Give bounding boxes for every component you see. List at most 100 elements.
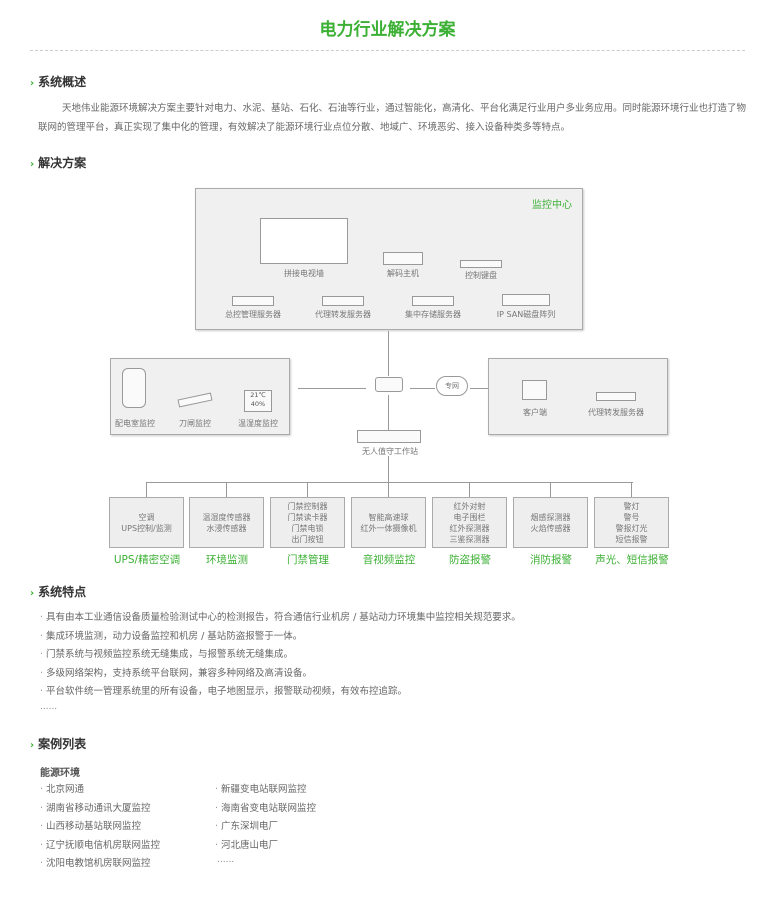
connector-line: [550, 482, 551, 497]
case-link[interactable]: 新疆变电站联网监控: [215, 781, 385, 800]
connector-line: [388, 456, 389, 482]
temperature-text: 21℃: [250, 391, 266, 399]
case-link[interactable]: 北京网通: [40, 781, 210, 800]
workstation-icon: [357, 430, 421, 443]
features-list: 具有由本工业通信设备质量检验测试中心的检测报告，符合通信行业机房 / 基站动力环…: [40, 609, 740, 720]
humidity-text: 40%: [250, 400, 266, 408]
page-title: 电力行业解决方案: [319, 20, 456, 40]
workstation-label: 无人值守工作站: [362, 447, 418, 456]
device-label: 控制键盘: [465, 271, 497, 280]
monitoring-center-title: 监控中心: [532, 200, 572, 211]
case-link[interactable]: 广东深圳电厂: [215, 818, 385, 837]
case-link[interactable]: 辽宁抚顺电信机房联网监控: [40, 837, 210, 856]
list-item: 平台软件统一管理系统里的所有设备，电子地图显示，报警联动视频，有效布控追踪。: [40, 683, 740, 702]
module-device: 火焰传感器: [530, 523, 571, 533]
connector-line: [388, 482, 389, 497]
module-label: 消防报警: [530, 554, 572, 566]
right-site-box: [488, 358, 668, 435]
device-label: 总控管理服务器: [225, 310, 281, 319]
module-device: 门禁读卡器: [287, 512, 328, 522]
chevron-icon: ›: [30, 740, 35, 751]
disk-array-icon: [502, 294, 550, 306]
case-link[interactable]: 沈阳电教馆机房联网监控: [40, 855, 210, 874]
device-label: 解码主机: [387, 269, 419, 278]
module-device: 智能高速球: [368, 512, 409, 522]
section-heading-overview: ›系统概述: [30, 73, 86, 90]
overview-text: 天地伟业能源环境解决方案主要针对电力、水泥、基站、石化、石油等行业，通过智能化，…: [38, 103, 747, 133]
connector-line: [388, 395, 389, 430]
connector-line: [146, 482, 147, 497]
video-wall-icon: [260, 218, 348, 264]
connector-line: [298, 388, 366, 389]
dome-camera-icon: [122, 368, 146, 408]
connector-line: [388, 331, 389, 376]
module-box: 烟感探测器火焰传感器: [513, 497, 588, 548]
server-icon: [412, 296, 454, 306]
connector-line: [307, 482, 308, 497]
section-heading-solution: ›解决方案: [30, 154, 86, 171]
case-link[interactable]: 海南省变电站联网监控: [215, 800, 385, 819]
connector-line: [469, 482, 470, 497]
module-device: 空调: [138, 512, 155, 522]
chevron-icon: ›: [30, 78, 35, 89]
module-device: UPS控制/监测: [121, 523, 172, 533]
cases-list-col1: 北京网通 湖南省移动通讯大厦监控 山西移动基站联网监控 辽宁抚顺电信机房联网监控…: [40, 781, 210, 874]
heading-text: 解决方案: [38, 156, 87, 170]
device-label: 温湿度监控: [238, 419, 278, 428]
chevron-icon: ›: [30, 159, 35, 170]
module-label: UPS/精密空调: [113, 554, 181, 566]
device-label: 代理转发服务器: [315, 310, 371, 319]
module-device: 三鉴探测器: [449, 534, 490, 544]
router-icon: [375, 377, 403, 392]
module-device: 电子围栏: [453, 512, 486, 522]
device-label: IP SAN磁盘阵列: [496, 310, 556, 319]
module-device: 门禁电锁: [291, 523, 324, 533]
section-heading-features: ›系统特点: [30, 583, 86, 600]
server-icon: [322, 296, 364, 306]
module-label: 声光、短信报警: [595, 554, 669, 566]
device-label: 拼接电视墙: [284, 269, 324, 278]
module-device: 警报灯光: [615, 523, 648, 533]
module-device: 警灯: [623, 501, 640, 511]
module-label: 门禁管理: [287, 554, 329, 566]
device-label: 刀闸监控: [179, 419, 211, 428]
server-icon: [596, 392, 636, 401]
connector-line: [226, 482, 227, 497]
module-label: 防盗报警: [449, 554, 491, 566]
cloud-icon: 专网: [436, 376, 468, 396]
heading-text: 系统特点: [38, 585, 87, 599]
list-item: 集成环境监测，动力设备监控和机房 / 基站防盗报警于一体。: [40, 628, 740, 647]
connector-line: [631, 482, 632, 497]
connector-line: [410, 388, 435, 389]
module-device: 温湿度传感器: [202, 512, 251, 522]
section-heading-cases: ›案例列表: [30, 735, 86, 752]
server-icon: [232, 296, 274, 306]
heading-text: 系统概述: [38, 75, 87, 89]
cases-subheading: 能源环境: [40, 768, 80, 779]
list-item: 门禁系统与视频监控系统无缝集成，与报警系统无缝集成。: [40, 646, 740, 665]
module-device: 红外对射: [453, 501, 486, 511]
module-device: 红外探测器: [449, 523, 490, 533]
module-label: 音视频监控: [362, 554, 416, 566]
module-box: 红外对射电子围栏红外探测器三鉴探测器: [432, 497, 507, 548]
device-label: 代理转发服务器: [588, 408, 644, 417]
more-text: ......: [217, 855, 235, 865]
bus-line: [147, 482, 633, 483]
module-label: 环境监测: [206, 554, 248, 566]
more-text: ......: [40, 701, 58, 712]
module-device: 警号: [623, 512, 640, 522]
module-device: 短信报警: [615, 534, 648, 544]
case-link[interactable]: 河北唐山电厂: [215, 837, 385, 856]
module-device: 烟感探测器: [530, 512, 571, 522]
connector-line: [470, 388, 488, 389]
list-item: 具有由本工业通信设备质量检验测试中心的检测报告，符合通信行业机房 / 基站动力环…: [40, 609, 740, 628]
case-link[interactable]: 山西移动基站联网监控: [40, 818, 210, 837]
chevron-icon: ›: [30, 588, 35, 599]
module-device: 门禁控制器: [287, 501, 328, 511]
case-link[interactable]: 湖南省移动通讯大厦监控: [40, 800, 210, 819]
module-box: 智能高速球红外一体摄像机: [351, 497, 426, 548]
module-box: 警灯警号警报灯光短信报警: [594, 497, 669, 548]
module-device: 出门按钮: [291, 534, 324, 544]
